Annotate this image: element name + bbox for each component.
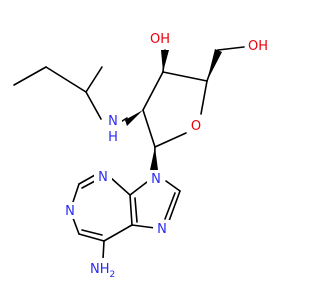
h-amine-bg [104,128,122,145]
bond-c6-c5-double [81,229,103,236]
bond-c4-c5 [129,194,133,226]
o-ring-bg [187,116,205,134]
bond-c4-n3 [110,177,131,196]
n-three-label: N [98,170,108,185]
oh-chain-bg [245,36,271,54]
wedge-c1-n9 [150,147,158,170]
n-seven-bg [153,220,171,237]
bond-n9-c8 [165,180,181,192]
bond-c3-c4 [162,71,208,82]
bond-n3-c2 [78,174,96,185]
bond-c2-n1 [72,183,80,203]
wedge-c3-oh [161,50,169,72]
bond-c4-o [200,80,208,115]
bond-c8-n7-double [164,192,176,220]
n-amine-bg [104,112,122,129]
bond-methyl [85,66,103,93]
oh-chain-label: OH [248,39,268,54]
bond-c6-c5 [78,233,105,242]
h-amine-label: H [108,130,118,145]
n-one-label: N [65,204,75,219]
bond-c6-nh2 [102,240,105,260]
molecule-diagram: OH OH O N H N N N N NH2 [13,29,271,280]
bond-ch-nh [85,91,102,120]
n-one-bg [61,202,79,219]
oh-ring-label: OH [150,32,170,47]
bond-n7-c5 [131,224,156,229]
nh2-label: NH2 [90,262,115,280]
bond-c6-c5b [103,224,133,242]
stereo-wedges [125,49,222,170]
bond-ethyl-ch3 [13,66,47,86]
n-seven-label: N [157,222,167,237]
wedge-c2-n [125,110,143,126]
bonds [13,46,245,260]
bond-c2-c3 [142,71,164,111]
bond-c8-n7 [168,190,181,222]
n-nine-label: N [151,172,161,187]
n-nine-bg [147,170,165,187]
bond-c4-n9 [129,181,148,196]
bond-c1-o [154,132,187,148]
nh2-main: NH [90,262,110,277]
bond-c2-c1 [142,109,156,148]
nh2-subscript: 2 [110,270,116,280]
oh-ring-bg [147,29,175,47]
nh2-bg [86,258,122,278]
bond-ch2-oh [217,46,245,51]
o-ring-label: O [191,119,201,134]
atom-labels: OH OH O N H N N N N NH2 [61,29,271,280]
wedge-c4-ch2 [207,49,222,81]
bond-n1-c6 [72,217,80,235]
n-amine-label: N [108,114,118,129]
n-three-bg [94,168,112,185]
bond-n3-c2-double [81,180,96,189]
bond-c4-c5-double [134,197,138,223]
structure-svg: OH OH O N H N N N N NH2 [13,29,271,280]
bond-ethyl-ch [45,66,87,93]
